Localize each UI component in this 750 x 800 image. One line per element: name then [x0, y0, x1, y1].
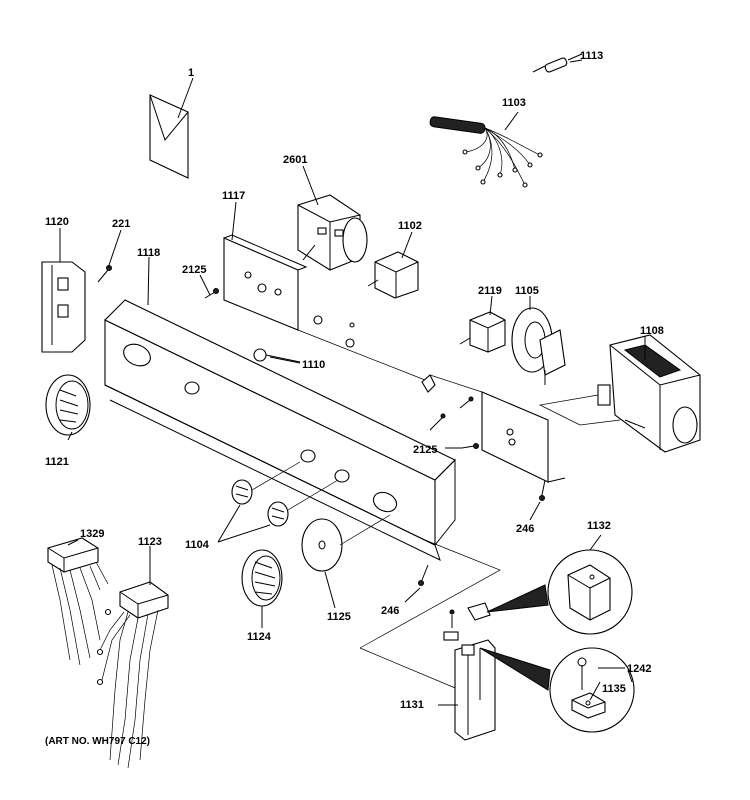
part-wire-harness — [429, 116, 543, 188]
part-control-panel — [104, 299, 456, 561]
part-button-1110 — [253, 348, 301, 363]
callout-1: 1 — [188, 67, 194, 79]
callout-1123: 1123 — [138, 536, 162, 548]
callout-1110: 1110 — [302, 359, 325, 371]
part-knob-small-b — [267, 501, 289, 527]
part-end-panel-right — [429, 374, 566, 483]
part-screw-246-lower — [418, 564, 429, 586]
part-mounting-bracket — [223, 234, 308, 331]
callout-1124: 1124 — [247, 631, 272, 643]
callout-1121: 1121 — [45, 456, 69, 468]
callout-labels: 1 1113 1103 2601 1117 1120 221 1118 2125… — [45, 50, 664, 747]
part-valve-assembly — [538, 334, 701, 453]
callout-1113: 1113 — [580, 50, 603, 62]
part-screw-2125-upper — [204, 288, 219, 299]
part-screw-221 — [97, 265, 112, 283]
part-push-switch — [367, 251, 419, 299]
part-timer — [297, 194, 368, 271]
callout-1103: 1103 — [502, 97, 526, 109]
part-connector-1329 — [47, 537, 109, 666]
callout-2119: 2119 — [478, 285, 502, 297]
callout-1120: 1120 — [45, 216, 69, 228]
part-screw-2125-lower — [429, 396, 479, 449]
part-end-cap-left — [41, 261, 86, 353]
callout-1108: 1108 — [640, 325, 664, 337]
part-dial-disc — [301, 514, 391, 572]
part-knob-1124 — [241, 549, 283, 607]
part-end-cap-right — [438, 639, 496, 741]
callout-1125: 1125 — [327, 611, 351, 623]
part-clip-assembly — [443, 584, 551, 691]
part-knob-small-a — [231, 479, 253, 505]
detail-inset-bracket — [547, 549, 633, 635]
callout-1104: 1104 — [185, 539, 210, 551]
callout-246-lower: 246 — [381, 605, 399, 617]
callout-1242: 1242 — [627, 663, 651, 675]
part-panel-mid-section — [297, 315, 426, 381]
part-screw-246-right — [539, 479, 546, 501]
callout-2601: 2601 — [283, 154, 307, 166]
callout-246-right: 246 — [516, 523, 534, 535]
callout-1118: 1118 — [137, 247, 160, 259]
callout-1102: 1102 — [398, 220, 422, 232]
callout-1329: 1329 — [80, 528, 104, 540]
callout-221: 221 — [112, 218, 130, 230]
detail-inset-clip — [549, 647, 635, 733]
part-knob-large-left — [45, 374, 91, 436]
part-panel-lower-outline — [359, 539, 501, 691]
part-fuse — [532, 53, 583, 73]
leader-lines — [59, 59, 646, 701]
part-panel-tab — [421, 374, 436, 393]
knob-alignment-lines — [251, 461, 339, 511]
part-rotary-switch — [459, 311, 506, 353]
callout-1132: 1132 — [587, 520, 611, 532]
callout-1117: 1117 — [222, 190, 245, 202]
part-pressure-switch — [511, 307, 566, 385]
art-number: (ART NO. WH797 C12) — [45, 736, 150, 747]
callout-1131: 1131 — [400, 699, 424, 711]
callout-1135: 1135 — [602, 683, 626, 695]
callout-2125-lower: 2125 — [413, 444, 437, 456]
callout-2125-upper: 2125 — [182, 264, 206, 276]
part-connector-1123 — [96, 581, 169, 769]
callout-1105: 1105 — [515, 285, 539, 297]
